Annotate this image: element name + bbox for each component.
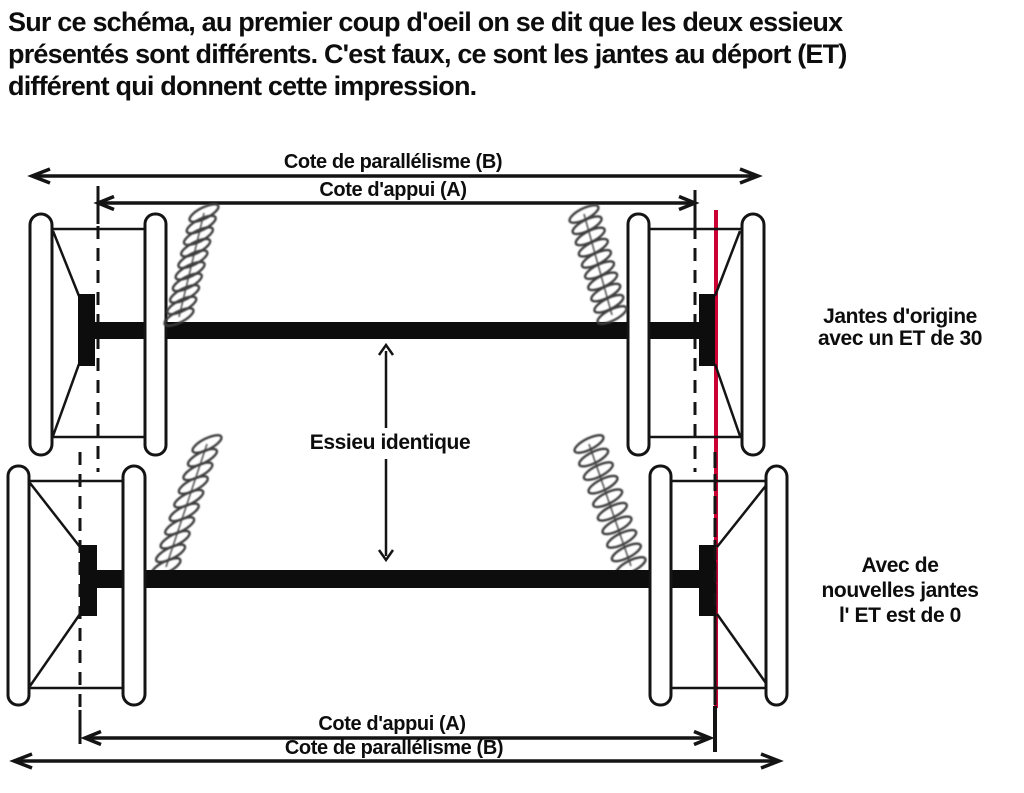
dimension-top-support-arrow	[93, 186, 700, 226]
wheel-hub	[80, 545, 97, 616]
arrowhead-right-icon	[760, 752, 784, 770]
intro-line-3: différent qui donnent cette impression.	[8, 71, 477, 101]
rim-dish-upper	[51, 230, 81, 297]
dim-label-parallelism-bottom: Cote de parallélisme (B)	[284, 737, 504, 759]
wheel-hub	[699, 294, 715, 366]
wheel-top-left	[28, 212, 168, 457]
dim-label-support-top: Cote d'appui (A)	[319, 179, 467, 201]
dimension-bottom-support-arrow	[78, 706, 717, 752]
dim-label-support-bottom: Cote d'appui (A)	[318, 713, 466, 735]
arrowhead-left-icon	[9, 752, 33, 770]
rim-dish-lower	[28, 613, 82, 687]
axle-bar-bottom	[94, 570, 702, 588]
coil-spring-top-left-icon	[163, 203, 220, 327]
label-original-wheels-line-1: Jantes d'origine	[823, 305, 977, 328]
rim-dish-lower	[713, 363, 742, 437]
label-new-wheels: Avec de nouvelles jantes l' ET est de 0	[822, 553, 979, 628]
arrowhead-left-icon	[27, 167, 51, 185]
dimension-bottom-parallelism-arrow	[9, 752, 784, 770]
label-original-wheels-line-2: avec un ET de 30	[817, 327, 983, 350]
coil-spring-top-right-icon	[568, 204, 628, 325]
arrowhead-up-icon	[377, 342, 395, 356]
arrowhead-down-icon	[377, 549, 395, 563]
tire-sidewall-outer	[6, 464, 31, 707]
identical-axle-arrow	[377, 342, 395, 563]
dimension-top-parallelism-arrow	[27, 167, 763, 185]
arrowhead-right-icon	[693, 729, 715, 747]
tire-sidewall-outer	[764, 464, 789, 707]
dim-label-parallelism-top: Cote de parallélisme (B)	[283, 151, 503, 173]
label-new-wheels-line-1: Avec de	[861, 554, 939, 577]
identical-axle-label: Essieu identique	[309, 431, 471, 454]
arrowhead-right-icon	[739, 167, 763, 185]
tire-sidewall-inner	[648, 464, 673, 707]
tire-sidewall-inner	[121, 464, 147, 707]
rim-dish-lower	[51, 363, 81, 437]
wheel-bottom-right	[648, 464, 789, 707]
rim-dish-upper	[716, 482, 769, 548]
coil-spring-bottom-left-icon	[150, 434, 223, 577]
wheel-hub	[699, 545, 716, 616]
intro-line-2: présentés sont différents. C'est faux, c…	[8, 39, 847, 69]
rim-dish-upper	[29, 482, 81, 548]
wheel-hub	[78, 294, 95, 366]
label-original-wheels: Jantes d'origine avec un ET de 30	[818, 306, 982, 350]
axle-bar-top	[92, 322, 702, 339]
wheel-bottom-left	[6, 464, 147, 707]
tire-sidewall-outer	[28, 212, 54, 457]
rim-dish-upper	[713, 230, 742, 297]
intro-text: Sur ce schéma, au premier coup d'oeil on…	[8, 6, 847, 102]
arrowhead-left-icon	[80, 729, 102, 747]
label-new-wheels-line-2: nouvelles jantes	[821, 579, 979, 602]
tire-sidewall-inner	[626, 212, 651, 457]
intro-line-1: Sur ce schéma, au premier coup d'oeil on…	[8, 7, 843, 37]
tire-sidewall-outer	[740, 212, 766, 457]
coil-spring-bottom-right-icon	[573, 434, 647, 576]
label-new-wheels-line-3: l' ET est de 0	[839, 604, 961, 627]
tire-sidewall-inner	[143, 212, 168, 457]
wheel-top-right	[626, 212, 766, 457]
rim-dish-lower	[715, 613, 770, 687]
